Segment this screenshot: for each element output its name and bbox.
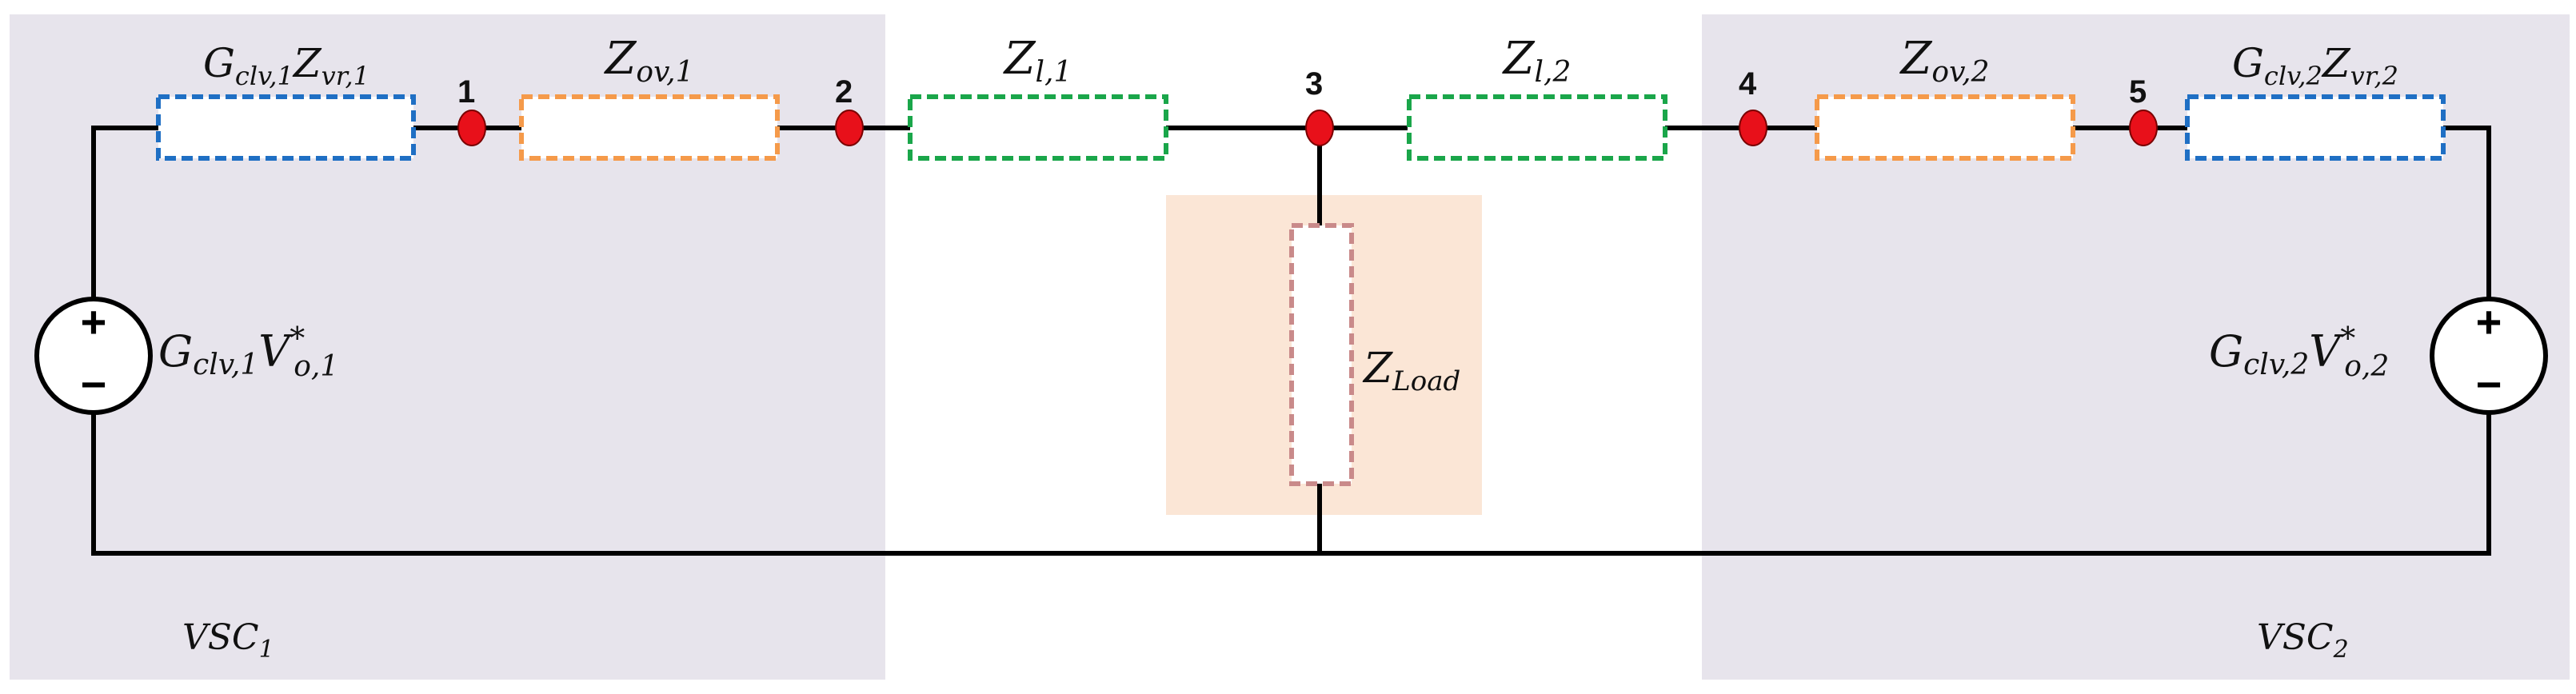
node-5 — [2129, 110, 2158, 146]
vsc1-label-sub: 1 — [259, 636, 274, 664]
src1-v-sup: * — [290, 321, 305, 356]
source-label-2: Gclv,2V*o,2 — [2209, 321, 2389, 383]
gain-impedance-box-2 — [2185, 94, 2446, 161]
src2-g-sub: clv,2 — [2243, 349, 2309, 381]
src1-v-sub: o,1 — [294, 350, 338, 383]
output-impedance-box-2 — [1815, 94, 2075, 161]
src2-g: G — [2209, 326, 2243, 377]
src1-g-sub: clv,1 — [193, 349, 258, 381]
vsc2-label: VSC2 — [2257, 617, 2349, 664]
gv1-z: Z — [292, 40, 322, 86]
zov1-sub: ov,1 — [636, 56, 693, 89]
zl2-sub: l,2 — [1535, 56, 1572, 89]
output-impedance-label-2: Zov,2 — [1899, 33, 1989, 89]
gv1-g: G — [203, 40, 235, 86]
zov2-z: Z — [1899, 33, 1932, 85]
source-2-plus: + — [2476, 297, 2502, 347]
vsc2-label-sub: 2 — [2333, 636, 2349, 664]
src1-v: V — [258, 326, 294, 377]
left-wire — [91, 126, 158, 300]
node-2 — [835, 110, 864, 146]
node-1 — [457, 110, 486, 146]
gain-impedance-box-1 — [156, 94, 416, 161]
left-lower-wire — [91, 412, 2491, 556]
zload-sub: Load — [1392, 365, 1460, 397]
node-label-3: 3 — [1305, 66, 1323, 102]
zl1-z: Z — [1003, 33, 1036, 85]
zov1-z: Z — [603, 33, 637, 85]
zl1-sub: l,1 — [1036, 56, 1072, 89]
node-label-4: 4 — [1739, 66, 1757, 102]
vsc1-label-base: VSC — [182, 617, 259, 658]
source-1-minus: − — [81, 359, 107, 409]
node-label-2: 2 — [835, 74, 853, 110]
source-label-1: Gclv,1V*o,1 — [158, 321, 338, 383]
zl2-z: Z — [1502, 33, 1536, 85]
zov2-sub: ov,2 — [1931, 56, 1989, 89]
source-1-plus: + — [81, 297, 107, 347]
gv2-g-sub: clv,2 — [2264, 61, 2322, 91]
output-impedance-label-1: Zov,1 — [603, 33, 693, 89]
nodes — [457, 110, 2158, 146]
line-impedance-label-2: Zl,2 — [1502, 33, 1572, 89]
line-impedance-box-2 — [1407, 94, 1667, 161]
output-impedance-box-1 — [519, 94, 780, 161]
voltage-source-1: + − — [34, 297, 153, 415]
src2-v-sup: * — [2340, 321, 2355, 356]
gv2-z-sub: vr,2 — [2350, 61, 2398, 91]
load-impedance-box — [1289, 223, 1354, 486]
node-label-1: 1 — [457, 74, 475, 110]
zload-z: Z — [1362, 345, 1393, 393]
src2-v: V — [2309, 326, 2344, 377]
node-label-5: 5 — [2129, 74, 2147, 110]
node-4 — [1739, 110, 1767, 146]
gv2-z: Z — [2321, 40, 2351, 86]
gv1-g-sub: clv,1 — [235, 61, 294, 91]
src1-g: G — [158, 326, 193, 377]
gain-impedance-label-2: Gclv,2Zvr,2 — [2232, 40, 2398, 91]
vsc2-label-base: VSC — [2257, 617, 2334, 658]
gv1-z-sub: vr,1 — [322, 61, 369, 91]
vsc1-label: VSC1 — [182, 617, 274, 664]
src2-v-sub: o,2 — [2344, 350, 2389, 383]
line-impedance-label-1: Zl,1 — [1003, 33, 1072, 89]
line-impedance-box-1 — [908, 94, 1168, 161]
load-impedance-label: ZLoad — [1362, 345, 1460, 397]
impedance-boxes — [156, 94, 2446, 486]
right-wire — [2443, 126, 2491, 300]
gain-impedance-label-1: Gclv,1Zvr,1 — [203, 40, 369, 91]
gv2-g: G — [2232, 40, 2264, 86]
voltage-source-2: + − — [2430, 297, 2548, 415]
voltage-source-2-symbol — [2430, 297, 2548, 415]
source-2-minus: − — [2476, 359, 2502, 409]
voltage-source-1-symbol — [34, 297, 153, 415]
node-3 — [1305, 110, 1334, 146]
